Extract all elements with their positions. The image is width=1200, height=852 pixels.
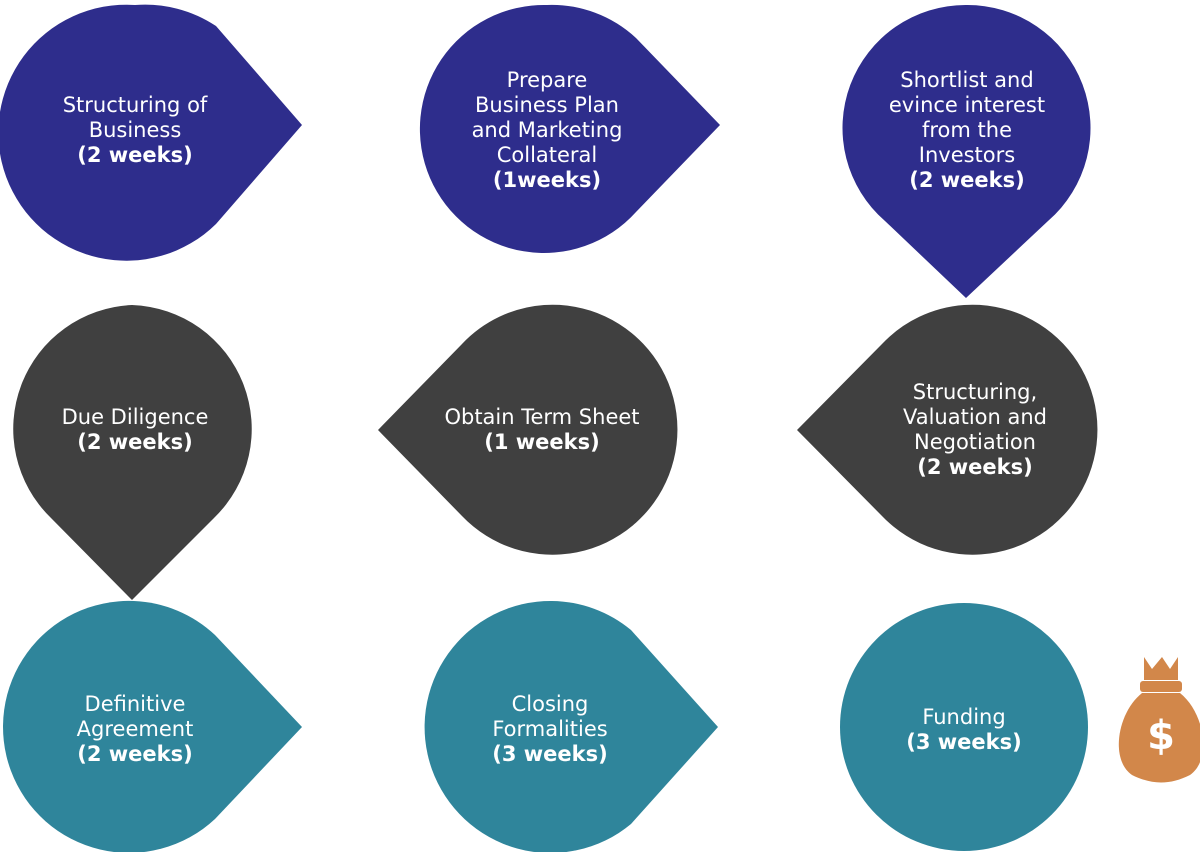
step-text-line: Negotiation — [914, 430, 1036, 454]
step-text-line: Investors — [918, 142, 1016, 167]
step-duration: (2 weeks) — [909, 167, 1025, 192]
step-duration: (3 weeks) — [492, 741, 608, 766]
step-funding-shape — [840, 603, 1088, 851]
step-text-line: Obtain Term Sheet — [444, 405, 640, 429]
step-label-funding: Funding (3 weeks) — [864, 690, 1064, 770]
dollar-sign: $ — [1147, 713, 1175, 759]
step-text-line: Agreement — [76, 716, 194, 741]
step-shortlist-investors-shape — [842, 4, 1091, 299]
step-obtain-term-sheet-shape — [378, 304, 678, 555]
step-label-structuring-of-business: Structuring of Business (2 weeks) — [35, 75, 235, 185]
step-prepare-business-plan-shape — [419, 4, 720, 253]
step-label-due-diligence: Due Diligence (2 weeks) — [30, 390, 240, 470]
step-duration: (2 weeks) — [917, 455, 1033, 479]
step-structuring-valuation-shape — [797, 304, 1098, 555]
step-definitive-agreement-shape — [3, 600, 302, 852]
step-duration: (2 weeks) — [77, 142, 193, 167]
step-text-line: Business — [88, 117, 182, 142]
step-due-diligence-shape — [13, 305, 252, 600]
step-text-line: Business Plan — [475, 92, 619, 117]
step-text-line: Due Diligence — [61, 405, 209, 429]
step-text-line: Valuation and — [902, 405, 1048, 429]
step-duration: (2 weeks) — [77, 741, 193, 766]
step-text-line: from the — [921, 117, 1012, 142]
step-duration: (1weeks) — [492, 167, 602, 192]
step-text-line: Structuring, — [912, 380, 1038, 404]
step-text-line: Collateral — [496, 142, 598, 167]
step-structuring-of-business-shape — [0, 4, 302, 261]
step-label-shortlist-investors: Shortlist and evince interest from the I… — [847, 45, 1087, 215]
step-text-line: Formalities — [492, 716, 608, 741]
step-text-line: Definitive — [84, 691, 186, 716]
step-label-definitive-agreement: Definitive Agreement (2 weeks) — [35, 674, 235, 784]
step-text-line: Shortlist and — [900, 67, 1034, 92]
step-label-closing-formalities: Closing Formalities (3 weeks) — [450, 674, 650, 784]
step-text-line: Structuring of — [62, 92, 208, 117]
step-duration: (3 weeks) — [906, 730, 1022, 754]
step-label-obtain-term-sheet: Obtain Term Sheet (1 weeks) — [412, 390, 672, 470]
step-label-prepare-business-plan: Prepare Business Plan and Marketing Coll… — [427, 45, 667, 215]
step-label-structuring-valuation: Structuring, Valuation and Negotiation (… — [855, 355, 1095, 505]
step-text-line: Prepare — [506, 67, 588, 92]
step-text-line: Closing — [511, 691, 589, 716]
step-duration: (1 weeks) — [484, 430, 600, 454]
money-bag-icon: $ — [1118, 657, 1200, 783]
step-closing-formalities-shape — [424, 600, 718, 852]
step-duration: (2 weeks) — [77, 430, 193, 454]
step-text-line: and Marketing — [471, 117, 623, 142]
step-text-line: evince interest — [888, 92, 1046, 117]
step-text-line: Funding — [922, 705, 1006, 729]
